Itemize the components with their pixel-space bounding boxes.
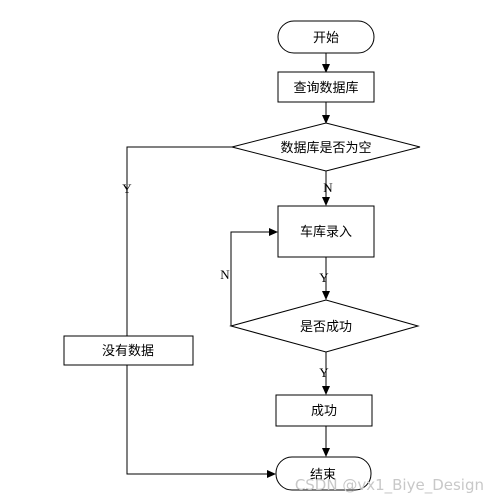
node-no-data-label: 没有数据 (102, 344, 154, 359)
node-garage-entry-label: 车库录入 (300, 224, 352, 240)
node-start: 开始 (277, 20, 375, 54)
edge-success-no-loop (230, 228, 278, 326)
edge-label-success-yes: Y (319, 365, 329, 380)
node-no-data: 没有数据 (63, 335, 194, 366)
node-end-label: 结束 (310, 468, 336, 483)
watermark: CSDN @vx1_Biye_Design (295, 476, 484, 495)
node-success-decision: 是否成功 (229, 299, 420, 353)
node-success: 成功 (275, 394, 373, 427)
node-db-empty-label: 数据库是否为空 (280, 140, 371, 156)
node-garage-entry: 车库录入 (277, 205, 375, 258)
node-success-decision-label: 是否成功 (300, 320, 352, 335)
edge-label-entry-yes: Y (319, 270, 329, 285)
edge-label-success-no: N (220, 267, 230, 282)
node-end: 结束 (275, 456, 372, 491)
node-query-db-label: 查询数据库 (293, 80, 358, 96)
edges (126, 53, 330, 478)
node-start-label: 开始 (313, 31, 339, 46)
node-success-label: 成功 (311, 404, 337, 419)
edge-decision-yes-to-end (126, 146, 276, 478)
edge-label-db-empty-no: N (323, 180, 333, 195)
node-query-db: 查询数据库 (277, 71, 375, 103)
node-db-empty-decision: 数据库是否为空 (231, 122, 421, 172)
edge-label-db-empty-yes: Y (122, 181, 132, 196)
